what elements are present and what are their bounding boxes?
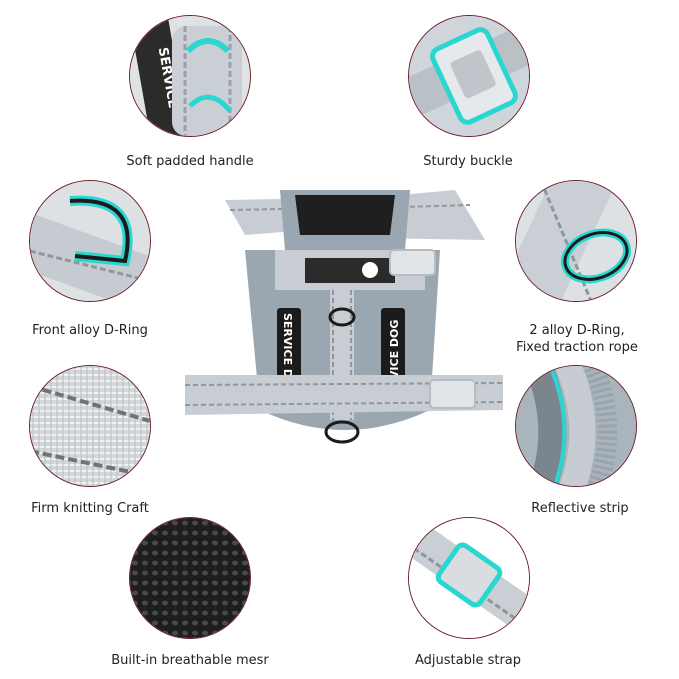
harness-product-image: SERVICE DOG SERVICE DOG bbox=[185, 180, 503, 480]
buckle-icon bbox=[409, 16, 529, 136]
caption-reflective-strip: Reflective strip bbox=[531, 501, 629, 516]
caption-alloy-d-ring: 2 alloy D-Ring, Fixed traction rope bbox=[512, 322, 642, 356]
caption-padded-handle: Soft padded handle bbox=[126, 154, 254, 169]
caption-alloy-d-ring-line2: Fixed traction rope bbox=[516, 340, 638, 355]
mesh-detail-image bbox=[129, 517, 251, 639]
caption-knitting: Firm knitting Craft bbox=[31, 501, 149, 516]
reflective-strip-icon bbox=[516, 366, 636, 486]
reflective-strip-detail-image bbox=[515, 365, 637, 487]
caption-buckle: Sturdy buckle bbox=[423, 154, 513, 169]
caption-front-d-ring: Front alloy D-Ring bbox=[32, 323, 148, 338]
padded-handle-icon: SERVICE bbox=[130, 16, 250, 136]
d-ring-icon bbox=[30, 181, 150, 301]
knitting-detail-image bbox=[29, 365, 151, 487]
mesh-icon bbox=[130, 518, 250, 638]
knit-fabric-icon bbox=[30, 366, 150, 486]
caption-alloy-d-ring-line1: 2 alloy D-Ring, bbox=[529, 323, 625, 338]
dog-harness-icon: SERVICE DOG SERVICE DOG bbox=[185, 190, 503, 444]
strap-slider-icon bbox=[409, 518, 529, 638]
d-ring-rope-icon bbox=[516, 181, 636, 301]
caption-adjustable-strap: Adjustable strap bbox=[414, 653, 522, 668]
alloy-d-ring-detail-image bbox=[515, 180, 637, 302]
caption-mesh: Built-in breathable mesr bbox=[111, 653, 269, 668]
padded-handle-detail-image: SERVICE bbox=[129, 15, 251, 137]
adjustable-strap-detail-image bbox=[408, 517, 530, 639]
buckle-detail-image bbox=[408, 15, 530, 137]
front-d-ring-detail-image bbox=[29, 180, 151, 302]
